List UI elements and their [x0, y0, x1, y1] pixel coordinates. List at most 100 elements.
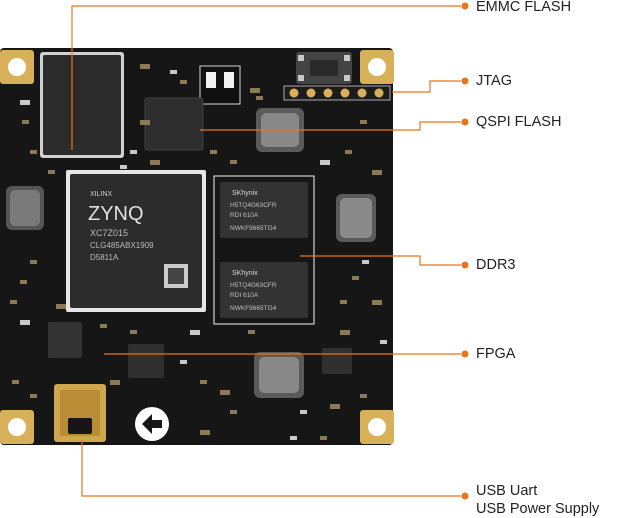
- jtag-outline: [283, 85, 391, 101]
- smd-component: [150, 160, 160, 165]
- line-jtag-dot: [461, 77, 469, 85]
- smd-component: [250, 88, 260, 93]
- smd-component: [56, 304, 66, 309]
- smd-component: [190, 330, 200, 335]
- smd-component: [248, 330, 255, 334]
- fpga-chip: XILINX ZYNQ XC7Z015 CLG485ABX1909 D5811A: [66, 170, 206, 312]
- fpga-family-text: ZYNQ: [88, 203, 144, 225]
- smd-component: [110, 380, 120, 385]
- smd-component: [30, 394, 37, 398]
- smd-component: [340, 330, 350, 335]
- ddr3-chip-top: SKhynix H5TQ4G63CFR RDI 610A NWKF9665TG4: [220, 182, 308, 238]
- smd-component: [30, 150, 37, 154]
- smd-component: [20, 280, 27, 284]
- line-jtag: [392, 80, 461, 93]
- ddr-bottom-part: H5TQ4G63CFR: [230, 282, 277, 289]
- ddr-bottom-lot: NWKF9665TG4: [230, 305, 277, 312]
- callout-usb: USB Uart USB Power Supply: [476, 482, 599, 518]
- smd-component: [20, 320, 30, 325]
- smd-component: [320, 436, 327, 440]
- mounting-holes: [0, 50, 394, 444]
- ddr-bottom-rev: RDI 610A: [230, 292, 259, 299]
- smd-component: [210, 150, 217, 154]
- arrow-icon: [135, 407, 169, 441]
- line-usb-dot: [461, 492, 469, 500]
- smd-component: [362, 260, 369, 264]
- smd-component: [22, 120, 29, 124]
- callout-jtag: JTAG: [476, 73, 512, 89]
- jtag-pin: [306, 88, 316, 98]
- ddr3-chip-bottom: SKhynix H5TQ4G63CFR RDI 610A NWKF9665TG4: [220, 262, 308, 318]
- line-emmc-dot: [461, 2, 469, 10]
- passive-components: [10, 64, 387, 440]
- inductor-left: [6, 186, 44, 230]
- inductor-bottom: [254, 352, 304, 398]
- smd-component: [180, 80, 187, 84]
- smd-component: [360, 120, 367, 124]
- callout-emmc-flash: EMMC FLASH: [476, 0, 572, 15]
- line-ddr3: [300, 255, 461, 266]
- callout-usb-uart: USB Uart: [476, 483, 538, 499]
- smd-component: [140, 120, 150, 125]
- smd-component: [170, 70, 177, 74]
- smd-component: [256, 96, 263, 100]
- line-qspi-dot: [461, 118, 469, 126]
- smd-component: [120, 165, 127, 169]
- smd-component: [130, 150, 137, 154]
- line-usb: [81, 440, 461, 497]
- jtag-pin: [340, 88, 350, 98]
- jtag-pin: [289, 88, 299, 98]
- push-button: [296, 52, 352, 84]
- callout-lines: [71, 2, 469, 500]
- ddr-top-part: H5TQ4G63CFR: [230, 202, 277, 209]
- smd-component: [330, 404, 340, 409]
- fpga-part-text: XC7Z015: [90, 228, 128, 238]
- smd-component: [372, 300, 382, 305]
- ddr3-outline: [213, 175, 315, 325]
- usb-connector: [54, 384, 106, 442]
- emmc-chip: [40, 52, 124, 158]
- callout-ddr3: DDR3: [476, 257, 516, 273]
- line-ddr3-dot: [461, 261, 469, 269]
- ddr-top-brand: SKhynix: [232, 190, 258, 197]
- smd-component: [30, 260, 37, 264]
- smd-component: [372, 170, 382, 175]
- smd-component: [340, 300, 347, 304]
- smd-component: [220, 390, 230, 395]
- fpga-code-text: D5811A: [90, 253, 119, 262]
- smd-component: [100, 324, 107, 328]
- smd-component: [230, 410, 237, 414]
- callout-fpga: FPGA: [476, 346, 516, 362]
- inductor-right: [336, 194, 376, 242]
- smd-component: [48, 170, 55, 174]
- smd-component: [180, 360, 187, 364]
- line-qspi: [200, 121, 461, 131]
- line-fpga-dot: [461, 350, 469, 358]
- smd-component: [320, 160, 330, 165]
- line-emmc: [71, 5, 461, 150]
- smd-component: [360, 394, 367, 398]
- smd-component: [352, 276, 359, 280]
- small-ic-right: [322, 348, 352, 374]
- jtag-pin: [323, 88, 333, 98]
- qspi-chip: [144, 97, 204, 151]
- ddr-bottom-brand: SKhynix: [232, 270, 258, 277]
- callout-usb-power: USB Power Supply: [476, 501, 600, 517]
- jtag-pin: [374, 88, 384, 98]
- smd-component: [12, 380, 19, 384]
- ddr-top-rev: RDI 610A: [230, 212, 259, 219]
- smd-component: [20, 100, 30, 105]
- smd-component: [300, 410, 307, 414]
- smd-component: [380, 340, 387, 344]
- smd-component: [230, 160, 237, 164]
- dip-switch: [199, 65, 241, 105]
- fpga-brand-text: XILINX: [90, 191, 113, 198]
- smd-component: [200, 430, 210, 435]
- power-ic: [128, 344, 164, 378]
- smd-component: [345, 150, 352, 154]
- ddr-top-lot: NWKF9665TG4: [230, 225, 277, 232]
- smd-component: [130, 330, 137, 334]
- usb-uart-ic: [48, 322, 82, 358]
- smd-component: [10, 300, 17, 304]
